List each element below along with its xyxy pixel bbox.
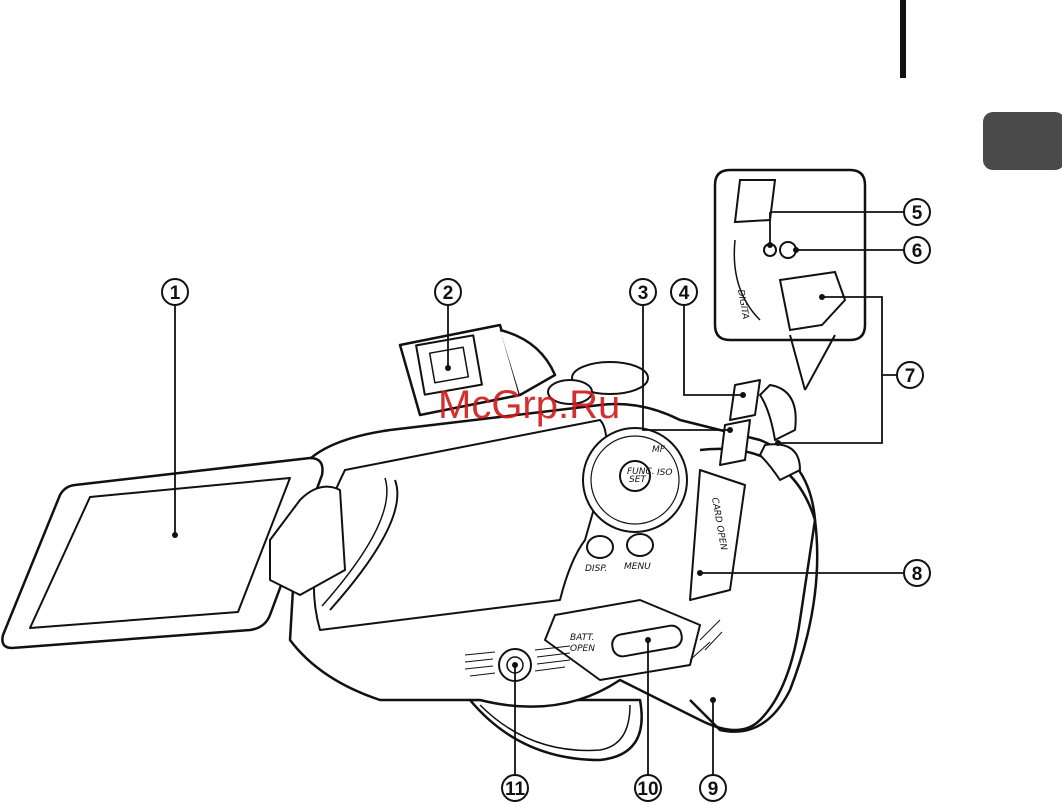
- callout-3-number: 3: [638, 283, 649, 304]
- callout-8: 8: [904, 560, 930, 586]
- callout-11: 11: [502, 775, 528, 801]
- callout-6: 6: [904, 237, 930, 263]
- callout-10-number: 10: [637, 779, 658, 800]
- iso-label: ISO: [657, 468, 672, 478]
- open-label: OPEN: [570, 644, 595, 654]
- chapter-tab: [983, 112, 1062, 170]
- callout-4: 4: [671, 279, 697, 305]
- disp-label: DISP.: [585, 564, 607, 574]
- watermark: McGrp.Ru: [438, 383, 620, 427]
- callout-5: 5: [904, 199, 930, 225]
- disp-button: [587, 536, 613, 558]
- callout-1: 1: [162, 279, 188, 305]
- batt-label: BATT.: [570, 633, 594, 643]
- callout-2: 2: [435, 279, 461, 305]
- terminal-cover-upper: [730, 380, 760, 420]
- callout-10: 10: [635, 775, 661, 801]
- mf-label: MF: [652, 445, 666, 455]
- terminal-cover-lower: [720, 420, 750, 465]
- menu-label: MENU: [624, 562, 651, 572]
- inset-detail: [715, 170, 865, 390]
- strap-mount: [760, 385, 796, 440]
- callout-7: 7: [897, 362, 923, 388]
- menu-button: [627, 534, 653, 556]
- callout-1-number: 1: [170, 283, 181, 304]
- callout-7-number: 7: [905, 366, 916, 387]
- callout-9-number: 9: [708, 779, 719, 800]
- callout-4-number: 4: [679, 283, 690, 304]
- callout-5-number: 5: [912, 203, 923, 224]
- callout-6-number: 6: [912, 241, 923, 262]
- set-label: SET: [629, 475, 647, 485]
- callout-3: 3: [630, 279, 656, 305]
- callout-2-number: 2: [443, 283, 454, 304]
- page-edge-bar: [900, 0, 906, 78]
- callout-9: 9: [700, 775, 726, 801]
- callout-11-number: 11: [505, 779, 526, 800]
- callout-8-number: 8: [912, 564, 923, 585]
